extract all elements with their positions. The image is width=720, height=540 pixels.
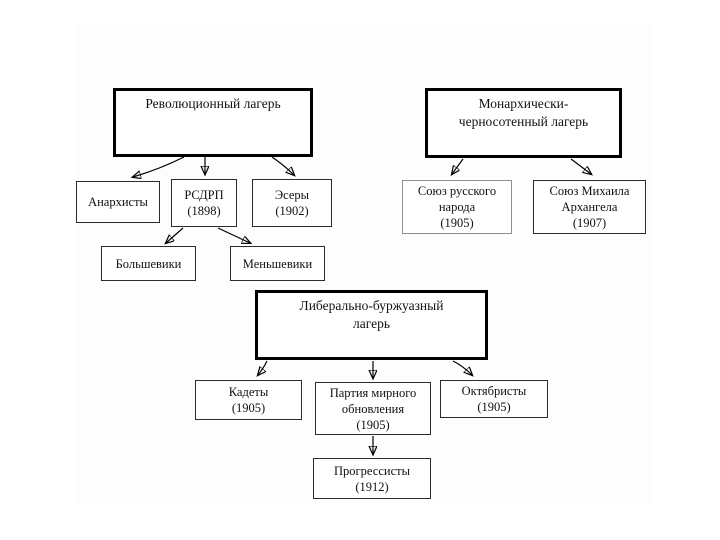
node-label: лагерь — [353, 315, 390, 331]
node-year: (1912) — [355, 479, 389, 494]
node-label: обновления — [341, 401, 405, 416]
node-revolutionary-camp: Революционный лагерь — [113, 88, 313, 157]
node-year: (1898) — [187, 204, 221, 218]
node-year: (1905) — [356, 417, 390, 432]
node-label: Союз Михаила — [549, 184, 630, 198]
node-label: Октябристы — [461, 384, 527, 398]
node-esery: Эсеры (1902) — [252, 179, 332, 227]
node-label: черносотенный лагерь — [458, 113, 589, 129]
node-label: Анархисты — [88, 195, 148, 209]
node-mensheviks: Меньшевики — [230, 246, 325, 281]
node-year: (1907) — [572, 216, 607, 230]
node-liberal-camp: Либерально-буржуазный лагерь — [255, 290, 488, 360]
node-label: Монархически- — [478, 96, 569, 111]
node-year: (1905) — [440, 216, 474, 230]
node-year: (1905) — [231, 401, 266, 415]
node-monarchist-camp: Монархически- черносотенный лагерь — [425, 88, 622, 158]
node-anarchists: Анархисты — [76, 181, 160, 223]
node-label: Меньшевики — [242, 256, 313, 271]
node-label: Большевики — [115, 256, 182, 271]
node-year: (1902) — [275, 204, 309, 218]
node-kadets: Кадеты (1905) — [195, 380, 302, 420]
node-bolsheviks: Большевики — [101, 246, 196, 281]
node-label: Революционный лагерь — [145, 96, 281, 111]
node-label: Кадеты — [228, 385, 269, 399]
node-label: народа — [438, 200, 476, 214]
node-rsdrp: РСДРП (1898) — [171, 179, 237, 227]
node-label: Архангела — [561, 200, 618, 214]
node-union-michael-archangel: Союз Михаила Архангела (1907) — [533, 180, 646, 234]
node-label: Партия мирного — [329, 385, 417, 400]
node-octobrists: Октябристы (1905) — [440, 380, 548, 418]
node-label: Эсеры — [274, 188, 310, 202]
node-union-russian-people: Союз русского народа (1905) — [402, 180, 512, 234]
node-label: Либерально-буржуазный — [299, 298, 444, 313]
node-peaceful-renewal: Партия мирного обновления (1905) — [315, 382, 431, 435]
node-progressists: Прогрессисты (1912) — [313, 458, 431, 499]
node-label: Союз русского — [417, 184, 497, 198]
node-label: РСДРП — [184, 188, 224, 202]
node-label: Прогрессисты — [334, 463, 410, 478]
node-year: (1905) — [477, 400, 511, 414]
